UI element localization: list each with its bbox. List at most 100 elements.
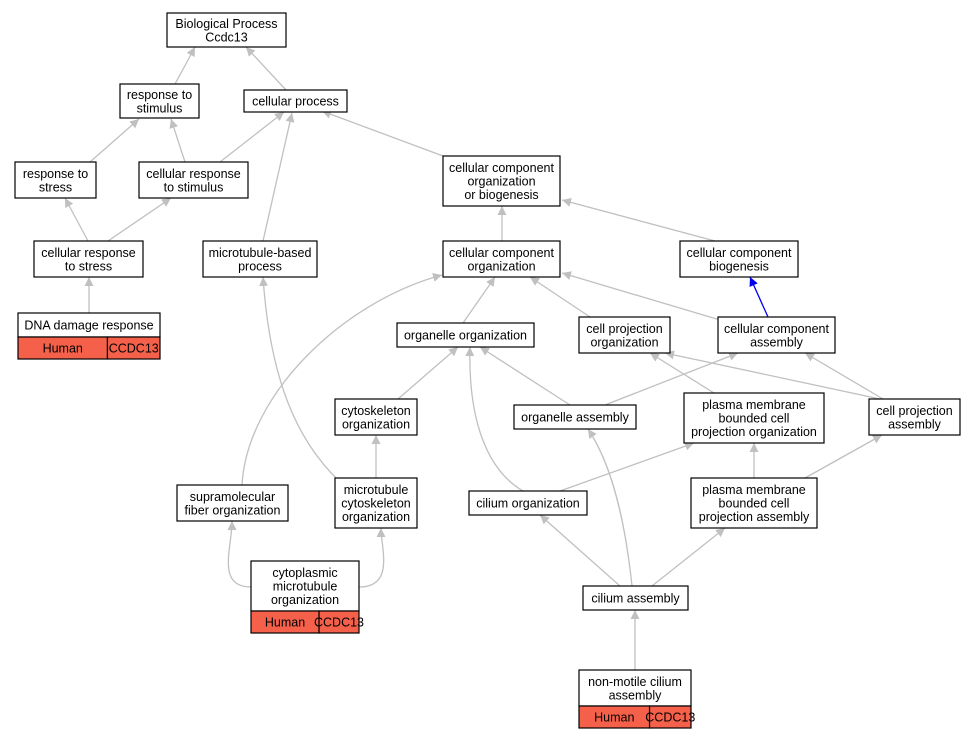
node-label: cellular component [724, 322, 829, 336]
node-box [202, 240, 318, 278]
node-label: cell projection [876, 404, 952, 418]
annotation-gene-cell [648, 705, 692, 729]
node-label: cellular response [146, 167, 241, 181]
node-box [243, 89, 348, 113]
node-label: microtubule [273, 580, 338, 594]
node-box [334, 477, 418, 529]
edge-cellular-component-assembly-to-cellular-component-biogenesis [749, 276, 769, 318]
edge-cilium-assembly-to-plasma-membrane-bounded-cell-projection-assembly [651, 527, 726, 587]
edges-layer [64, 46, 884, 670]
edge-cell-projection-assembly-to-cellular-component-assembly [804, 352, 884, 400]
edge-cellular-response-to-stress-to-response-to-stress [64, 197, 89, 242]
annotation-species: Human [43, 342, 83, 356]
node-label: biogenesis [709, 259, 769, 273]
node-label: cellular component [687, 246, 792, 260]
edge-cilium-organization-to-organelle-organization [465, 346, 524, 492]
node-label: organization [271, 593, 339, 607]
edge-organelle-organization-to-cellular-component-organization [462, 276, 496, 324]
edge-microtubule-based-process-to-cellular-process [262, 112, 295, 242]
node-label: organization [590, 335, 658, 349]
node-cilium-assembly[interactable]: cilium assembly [582, 585, 689, 611]
edge-cilium-organization-to-plasma-membrane-bounded-cell-projection-organization [559, 441, 695, 492]
node-label: organization [467, 175, 535, 189]
node-label: Ccdc13 [205, 30, 247, 44]
edge-supramolecular-fiber-organization-to-cellular-component-organization [241, 273, 443, 486]
node-box [578, 669, 692, 707]
node-label: cellular response [41, 246, 136, 260]
node-box [166, 12, 287, 48]
node-label: bounded cell [719, 412, 790, 426]
node-box [396, 322, 535, 348]
annotation-species: Human [265, 616, 305, 630]
annotation-gene: CCDC13 [314, 616, 364, 630]
node-label: microtubule-based [209, 246, 312, 260]
node-organelle-assembly[interactable]: organelle assembly [513, 404, 637, 430]
node-box [334, 398, 418, 436]
edge-cilium-assembly-to-cilium-organization [539, 514, 621, 587]
node-cellular-process[interactable]: cellular process [243, 89, 348, 113]
node-label: projection organization [691, 425, 817, 439]
node-label: plasma membrane [702, 483, 806, 497]
edge-microtubule-cytoskeleton-organization-to-microtubule-based-process [259, 276, 339, 481]
node-box [250, 560, 360, 612]
node-box [468, 490, 588, 516]
node-label: or biogenesis [464, 188, 538, 202]
node-label: stress [39, 180, 72, 194]
edge-cell-projection-assembly-to-cell-projection-organization [664, 350, 881, 400]
edge-organelle-assembly-to-cellular-component-assembly [604, 352, 739, 406]
edge-plasma-membrane-bounded-cell-projection-organization-to-cell-projection-organization [649, 352, 715, 394]
node-label: stimulus [137, 101, 183, 115]
edge-cellular-process-to-biological-process [245, 46, 287, 91]
node-box [119, 83, 200, 119]
node-box [442, 240, 561, 278]
node-label: process [238, 259, 282, 273]
node-box [33, 240, 144, 278]
node-box [138, 161, 249, 199]
node-box [176, 484, 289, 522]
node-label: DNA damage response [24, 319, 153, 333]
edge-cellular-component-organization-or-biogenesis-to-cellular-process [321, 109, 444, 157]
annotation-gene-cell [106, 336, 161, 360]
node-label: response to [127, 88, 192, 102]
edge-cytoplasmic-microtubule-organization-to-microtubule-cytoskeleton-organization [358, 527, 386, 588]
node-label: cilium organization [476, 497, 580, 511]
annotation-gene: CCDC13 [109, 342, 159, 356]
edge-plasma-membrane-bounded-cell-projection-assembly-to-cell-projection-assembly [804, 434, 883, 479]
node-box [717, 316, 836, 354]
node-label: fiber organization [185, 503, 281, 517]
edge-response-to-stress-to-response-to-stimulus [89, 118, 140, 163]
edge-cilium-assembly-to-organelle-assembly [587, 428, 633, 587]
node-label: to stress [65, 259, 112, 273]
node-label: Biological Process [175, 17, 277, 31]
node-cilium-organization[interactable]: cilium organization [468, 490, 588, 516]
node-organelle-organization[interactable]: organelle organization [396, 322, 535, 348]
edge-response-to-stimulus-to-biological-process [174, 46, 196, 85]
annotation-species: Human [594, 711, 634, 725]
node-label: cytoskeleton [341, 404, 411, 418]
edge-organelle-assembly-to-organelle-organization [479, 346, 571, 406]
node-label: bounded cell [719, 497, 790, 511]
node-label: assembly [750, 335, 804, 349]
node-label: microtubule [344, 483, 409, 497]
